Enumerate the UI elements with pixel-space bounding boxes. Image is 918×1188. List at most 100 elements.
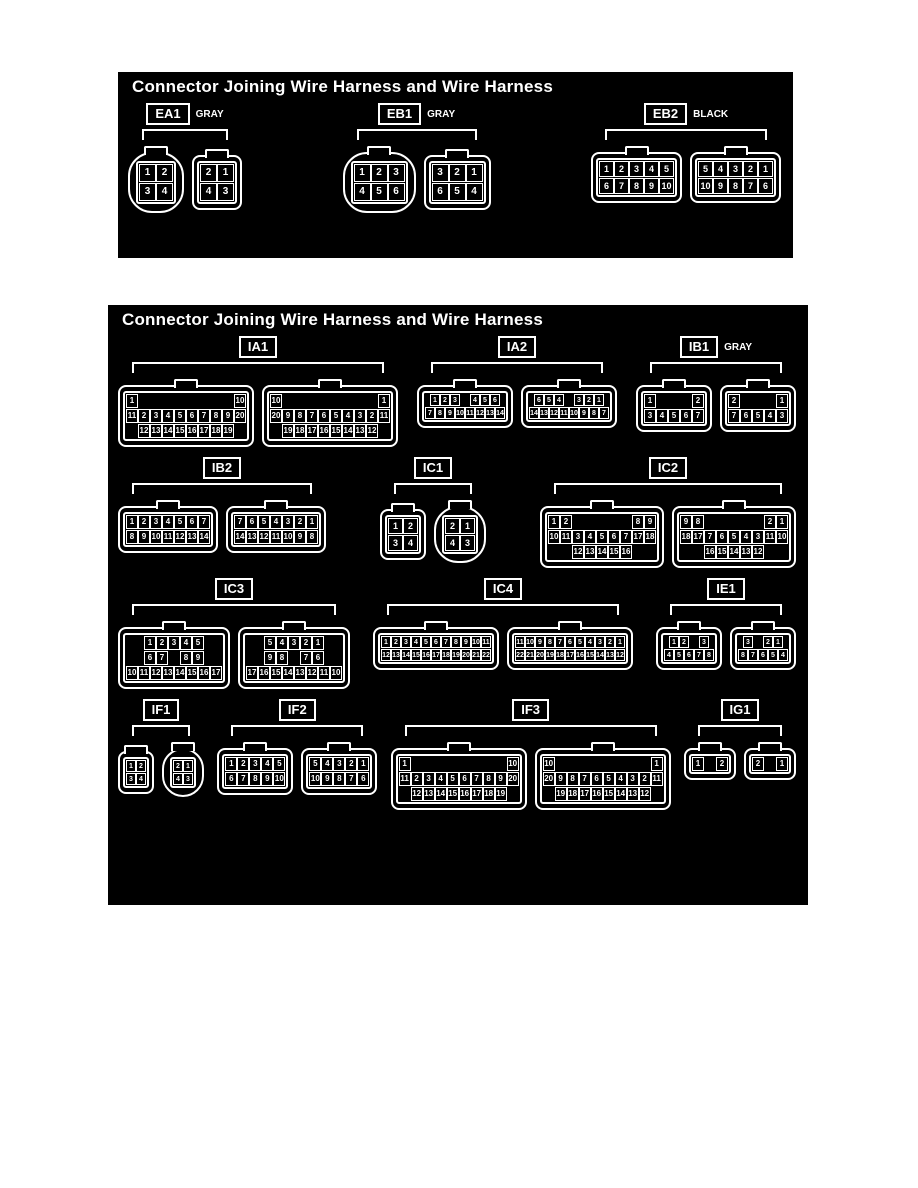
pin: 14 (174, 666, 186, 680)
pin: 10 (542, 757, 555, 771)
label-row: IC2 (648, 457, 688, 479)
pin: 21 (471, 649, 481, 661)
pin: 6 (357, 772, 370, 786)
pin: 8 (545, 636, 555, 648)
pin: 12 (150, 666, 162, 680)
pin: 15 (608, 545, 620, 559)
pin: 15 (186, 666, 198, 680)
connector-tab (171, 742, 195, 751)
pin: 4 (180, 636, 192, 650)
connector-tab (453, 379, 477, 388)
pin: 13 (354, 424, 366, 438)
pin: 18 (644, 530, 656, 544)
pin: 1 (615, 636, 625, 648)
pin: 17 (210, 666, 222, 680)
pin: 7 (198, 409, 210, 423)
pin: 17 (431, 649, 441, 661)
label-row: IA1 (238, 336, 278, 358)
pin: 8 (210, 409, 222, 423)
label-row: IF2 (278, 699, 316, 721)
pin: 9 (644, 515, 656, 529)
pin: 1 (644, 394, 656, 408)
pin: 12 (366, 424, 378, 438)
pin: 9 (554, 772, 567, 786)
pin: 8 (692, 515, 704, 529)
pin: 8 (306, 530, 318, 544)
pin: 20 (506, 772, 519, 786)
pair-bracket (142, 129, 228, 140)
pin: 2 (138, 409, 150, 423)
pin: 4 (434, 772, 447, 786)
label-row: IB2 (202, 457, 242, 479)
pin: 15 (716, 545, 728, 559)
pin: 20 (542, 772, 555, 786)
pin: 4 (200, 183, 217, 201)
pin: 10 (273, 772, 286, 786)
pin: 1 (353, 164, 371, 182)
pin: 14 (162, 424, 174, 438)
pin: 17 (306, 424, 318, 438)
connector-tab (558, 621, 582, 630)
pin: 7 (237, 772, 250, 786)
pair-bracket (132, 483, 312, 494)
pin: 11 (378, 409, 390, 423)
connector-tab (264, 500, 288, 509)
connector-panel: Connector Joining Wire Harness and Wire … (118, 72, 793, 258)
pin: 4 (342, 409, 354, 423)
pin: 14 (342, 424, 354, 438)
pin: 5 (448, 183, 466, 201)
pin: 2 (614, 161, 629, 177)
pin: 8 (180, 651, 192, 665)
pin: 22 (515, 649, 525, 661)
pin: 3 (776, 409, 788, 423)
connector-tab (697, 742, 722, 751)
pin: 1 (225, 757, 238, 771)
pin: 4 (445, 535, 460, 551)
pin: 11 (559, 407, 569, 419)
pin: 11 (138, 666, 150, 680)
pin: 5 (768, 649, 778, 661)
pin: 6 (225, 772, 238, 786)
pin: 18 (555, 649, 565, 661)
pin: 6 (590, 772, 603, 786)
pin: 1 (669, 636, 679, 648)
connector-tab (751, 621, 775, 630)
pin: 3 (150, 515, 162, 529)
pin: 1 (773, 636, 783, 648)
pin: 16 (575, 649, 585, 661)
pin: 1 (691, 757, 704, 771)
pin: 15 (330, 424, 342, 438)
pin: 8 (704, 649, 714, 661)
pin: 8 (333, 772, 346, 786)
pin: 6 (490, 394, 500, 406)
pin: 18 (482, 787, 495, 801)
pin: 6 (565, 636, 575, 648)
